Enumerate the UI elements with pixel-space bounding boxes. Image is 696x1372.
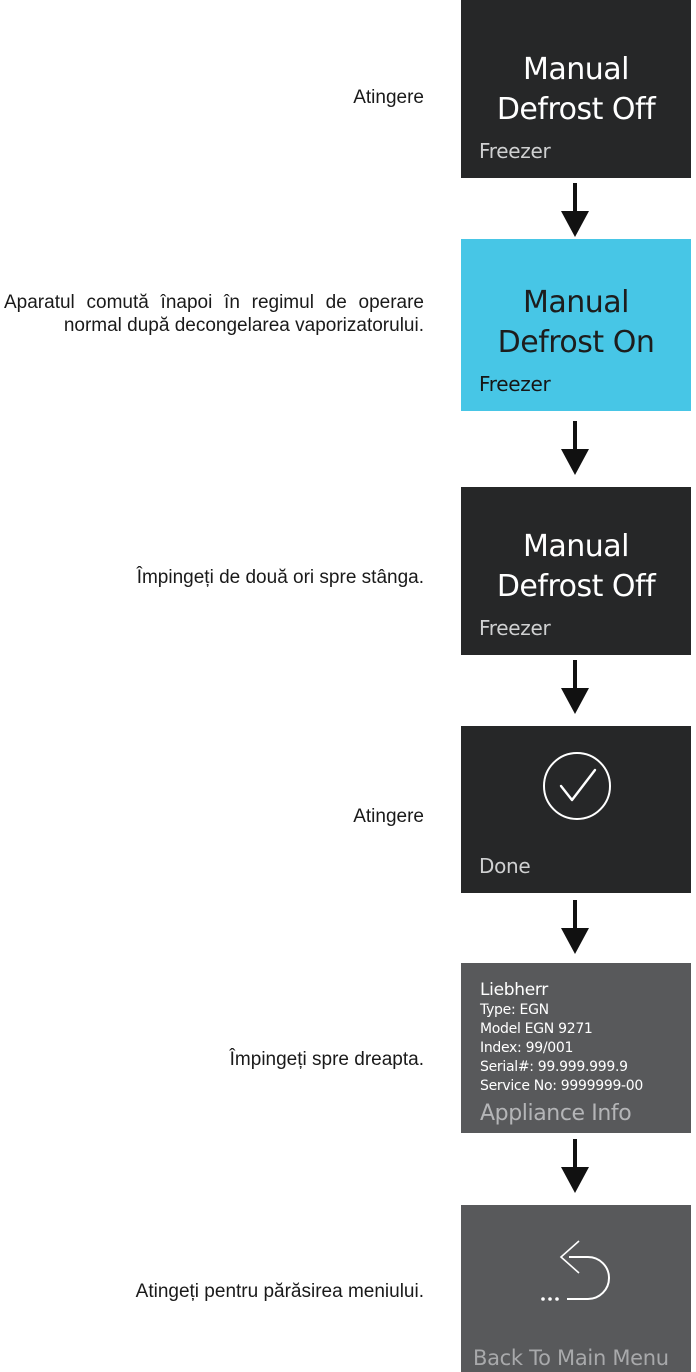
panel-title-line1: Manual: [522, 529, 630, 564]
panel-title-line2: Defrost On: [497, 325, 655, 360]
down-arrow-icon: [561, 900, 589, 954]
down-arrow-icon: [561, 660, 589, 714]
manual-defrost-on-panel: Manual Defrost On Freezer: [461, 239, 691, 411]
info-brand: Liebherr: [480, 980, 548, 1000]
panel-title-line1: Manual: [522, 52, 630, 87]
instruction-step-3: Împingeți de două ori spre stânga.: [136, 567, 424, 588]
checkmark-circle-icon: [543, 752, 611, 820]
panel-title-line1: Manual: [522, 285, 630, 320]
panel-title-line2: Defrost Off: [496, 92, 656, 127]
info-type: Type: EGN: [480, 1002, 549, 1018]
down-arrow-icon: [561, 183, 589, 237]
appliance-info-list: Liebherr Type: EGN Model EGN 9271 Index:…: [480, 979, 643, 1096]
instruction-step-1: Atingere: [353, 87, 424, 108]
back-to-main-menu-button[interactable]: Back To Main Menu: [461, 1205, 691, 1372]
panel-caption: Freezer: [479, 139, 551, 163]
instruction-step-2: Aparatul comută înapoi în regimul de ope…: [4, 292, 424, 336]
down-arrow-icon: [561, 1139, 589, 1193]
instruction-step-4: Atingere: [353, 806, 424, 827]
panel-caption: Done: [479, 854, 531, 878]
panel-caption: Freezer: [479, 616, 551, 640]
manual-defrost-off-panel[interactable]: Manual Defrost Off Freezer: [461, 487, 691, 655]
appliance-info-panel[interactable]: Liebherr Type: EGN Model EGN 9271 Index:…: [461, 963, 691, 1133]
manual-defrost-off-button[interactable]: Manual Defrost Off Freezer: [461, 0, 691, 178]
panel-title-line2: Defrost Off: [496, 569, 656, 604]
instruction-step-5: Împingeți spre dreapta.: [229, 1049, 424, 1070]
info-model: Model EGN 9271: [480, 1021, 593, 1037]
panel-caption: Appliance Info: [480, 1101, 632, 1126]
info-serial: Serial#: 99.999.999.9: [480, 1059, 628, 1075]
info-index: Index: 99/001: [480, 1040, 574, 1056]
back-arrow-icon: [541, 1240, 610, 1301]
done-button[interactable]: Done: [461, 726, 691, 893]
down-arrow-icon: [561, 421, 589, 475]
panel-caption: Freezer: [479, 372, 551, 396]
instruction-step-6: Atingeți pentru părăsirea meniului.: [135, 1281, 424, 1302]
info-service-number: Service No: 9999999-00: [480, 1078, 644, 1094]
panel-caption: Back To Main Menu: [473, 1346, 669, 1370]
